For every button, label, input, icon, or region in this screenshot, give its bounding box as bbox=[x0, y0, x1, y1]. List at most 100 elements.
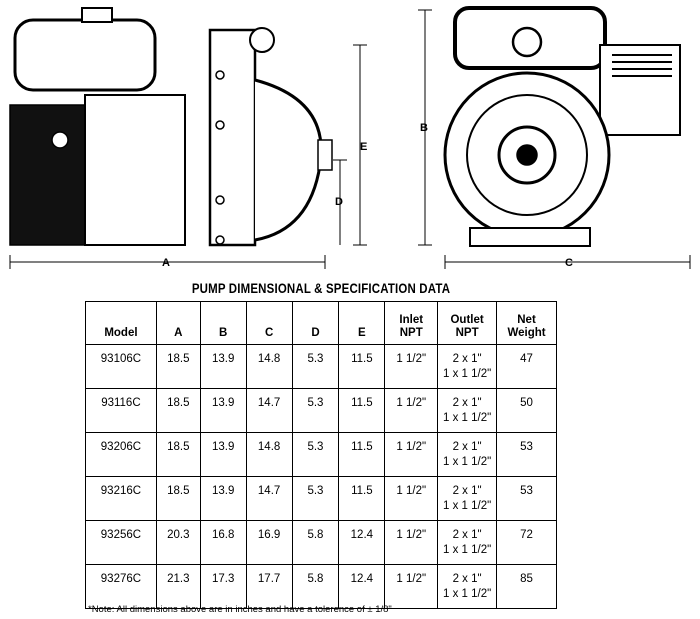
table-cell: 11.5 bbox=[338, 388, 386, 433]
cell-value: 18.5 bbox=[167, 353, 190, 365]
dimension-label-c: C bbox=[565, 257, 573, 269]
front-view-drawing bbox=[443, 6, 681, 247]
cell-value: 47 bbox=[520, 353, 533, 365]
table-cell: 5.3 bbox=[291, 344, 340, 389]
cell-value: 16.9 bbox=[257, 529, 281, 541]
table-cell: 85 bbox=[496, 564, 557, 609]
column-header: E bbox=[338, 301, 386, 345]
table-cell: 18.5 bbox=[155, 432, 201, 477]
cell-value: 13.9 bbox=[212, 397, 235, 409]
cell-value: 13.9 bbox=[212, 353, 235, 365]
table-cell: 13.9 bbox=[199, 388, 247, 433]
cell-value: 14.7 bbox=[257, 397, 281, 409]
header-text: Weight bbox=[507, 327, 546, 339]
table-cell: 11.5 bbox=[338, 432, 386, 477]
table-cell: 14.8 bbox=[245, 432, 293, 477]
table-cell: 17.3 bbox=[199, 564, 247, 609]
cell-value: 53 bbox=[520, 441, 533, 453]
table-cell: 17.7 bbox=[245, 564, 293, 609]
table-cell: 5.8 bbox=[291, 564, 340, 609]
table-cell: 12.4 bbox=[338, 520, 386, 565]
cell-value: 1 x 1 1/2" bbox=[442, 412, 492, 424]
header-text: Inlet bbox=[399, 314, 424, 326]
cell-value: 1 x 1 1/2" bbox=[442, 368, 492, 380]
cell-value: 14.7 bbox=[257, 485, 281, 497]
header-text: Net bbox=[517, 314, 536, 326]
cell-value: 16.8 bbox=[212, 529, 235, 541]
cell-value: 5.3 bbox=[307, 441, 324, 453]
cell-value: 17.7 bbox=[257, 573, 281, 585]
table-cell: 47 bbox=[496, 344, 557, 389]
column-header: D bbox=[291, 301, 340, 345]
cell-value: 1 x 1 1/2" bbox=[442, 588, 492, 600]
table-cell: 2 x 1" 1 x 1 1/2" bbox=[437, 344, 498, 389]
cell-value: 85 bbox=[520, 573, 533, 585]
table-cell: 1 1/2" bbox=[384, 564, 439, 609]
header-text: B bbox=[219, 327, 228, 339]
table-cell: 2 x 1" 1 x 1 1/2" bbox=[437, 520, 498, 565]
table-cell: 16.9 bbox=[245, 520, 293, 565]
table-cell: 5.3 bbox=[291, 432, 340, 477]
column-header: B bbox=[199, 301, 247, 345]
header-text: NPT bbox=[399, 327, 423, 339]
cell-value: 93256C bbox=[100, 529, 142, 541]
header-text: A bbox=[174, 327, 183, 339]
cell-value: 72 bbox=[520, 529, 533, 541]
table-cell: 53 bbox=[496, 476, 557, 521]
cell-value: 20.3 bbox=[167, 529, 190, 541]
table-cell: 2 x 1"1 x 1 1/2" bbox=[437, 564, 498, 609]
header-text: D bbox=[311, 327, 320, 339]
cell-value: 13.9 bbox=[212, 441, 235, 453]
table-cell: 53 bbox=[496, 432, 557, 477]
header-text: Outlet bbox=[450, 314, 484, 326]
table-cell: 72 bbox=[496, 520, 557, 565]
table-cell: 13.9 bbox=[199, 344, 247, 389]
cell-value: 1 1/2" bbox=[396, 441, 427, 453]
table-cell: 18.5 bbox=[155, 388, 201, 433]
cell-value: 11.5 bbox=[351, 485, 373, 497]
table-cell: 18.5 bbox=[155, 476, 201, 521]
header-text: Model bbox=[104, 327, 138, 339]
cell-value: 93116C bbox=[101, 397, 141, 409]
table-cell: 5.8 bbox=[291, 520, 340, 565]
table-cell: 93216C bbox=[85, 476, 157, 521]
cell-value: 2 x 1" bbox=[452, 353, 482, 365]
cell-value: 12.4 bbox=[350, 573, 374, 585]
table-cell: 12.4 bbox=[338, 564, 386, 609]
table-cell: 1 1/2" bbox=[384, 476, 439, 521]
cell-value: 18.5 bbox=[167, 441, 190, 453]
table-cell: 1 1/2" bbox=[384, 344, 439, 389]
cell-value: 11.5 bbox=[351, 397, 373, 409]
cell-value: 5.8 bbox=[307, 529, 324, 541]
cell-value: 2 x 1" bbox=[452, 529, 482, 541]
table-cell: 2 x 1"1 x 1 1/2" bbox=[437, 476, 498, 521]
cell-value: 2 x 1" bbox=[452, 397, 482, 409]
cell-value: 93276C bbox=[100, 573, 142, 585]
cell-value: 1 1/2" bbox=[396, 573, 427, 585]
table-cell: 14.7 bbox=[245, 476, 293, 521]
cell-value: 17.3 bbox=[212, 573, 235, 585]
table-cell: 93106C bbox=[85, 344, 157, 389]
table-cell: 11.5 bbox=[338, 344, 386, 389]
cell-value: 2 x 1" bbox=[452, 485, 482, 497]
table-cell: 13.9 bbox=[199, 432, 247, 477]
cell-value: 2 x 1" bbox=[452, 441, 482, 453]
cell-value: 5.3 bbox=[307, 353, 324, 365]
column-header: Model bbox=[85, 301, 157, 345]
table-cell: 93256C bbox=[85, 520, 157, 565]
header-text: E bbox=[358, 327, 366, 339]
table-cell: 16.8 bbox=[199, 520, 247, 565]
table-cell: 93116C bbox=[85, 388, 157, 433]
table-cell: 2 x 1" 1 x 1 1/2" bbox=[437, 432, 498, 477]
cell-value: 11.5 bbox=[351, 353, 373, 365]
table-cell: 1 1/2" bbox=[384, 432, 439, 477]
header-text: C bbox=[264, 327, 274, 339]
cell-value: 93206C bbox=[100, 441, 142, 453]
cell-value: 1 x 1 1/2" bbox=[442, 456, 492, 468]
cell-value: 1 x 1 1/2" bbox=[442, 544, 492, 556]
